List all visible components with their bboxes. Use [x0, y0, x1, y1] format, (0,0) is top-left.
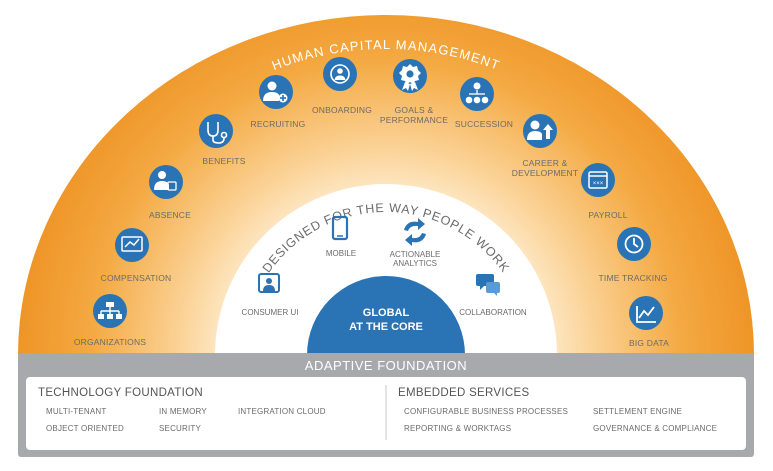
inner-white-arc	[215, 184, 557, 355]
compensation-icon	[121, 236, 143, 252]
inner-item-collaboration[interactable]: COLLABORATION	[459, 274, 527, 317]
chat-bubbles-icon	[476, 274, 500, 296]
module-label: BIG DATA	[629, 338, 669, 348]
module-label: RECRUITING	[251, 119, 306, 129]
inner-item-consumer-ui[interactable]: CONSUMER UI	[242, 273, 299, 317]
embedded-heading: EMBEDDED SERVICES	[398, 387, 529, 399]
module-goals[interactable]: GOALS & PERFORMANCE	[380, 59, 448, 125]
module-label: DEVELOPMENT	[512, 168, 578, 178]
module-compensation[interactable]: COMPENSATION	[101, 228, 172, 283]
embedded-item: CONFIGURABLE BUSINESS PROCESSES	[404, 407, 568, 416]
module-time-tracking[interactable]: TIME TRACKING	[598, 227, 667, 283]
module-label: ORGANIZATIONS	[74, 337, 146, 347]
module-label: PAYROLL	[588, 210, 627, 220]
inner-item-label: ANALYTICS	[393, 259, 437, 268]
module-succession[interactable]: SUCCESSION	[455, 77, 513, 129]
clock-icon	[624, 234, 644, 254]
module-big-data[interactable]: BIG DATA	[629, 296, 669, 348]
refresh-arrows-icon	[404, 218, 426, 246]
core-line2: AT THE CORE	[349, 321, 423, 333]
embedded-services-section: EMBEDDED SERVICES CONFIGURABLE BUSINESS …	[398, 387, 717, 433]
inner-item-analytics[interactable]: ACTIONABLE ANALYTICS	[390, 218, 441, 268]
module-label: BENEFITS	[202, 156, 245, 166]
module-recruiting[interactable]: RECRUITING	[251, 75, 306, 129]
inner-item-label: COLLABORATION	[459, 308, 527, 317]
module-label: SUCCESSION	[455, 119, 513, 129]
inner-item-label: CONSUMER UI	[242, 308, 299, 317]
module-label: PERFORMANCE	[380, 115, 448, 125]
foundation-title: ADAPTIVE FOUNDATION	[305, 358, 467, 373]
inner-item-label: ACTIONABLE	[390, 250, 441, 259]
module-career[interactable]: CAREER & DEVELOPMENT	[512, 114, 578, 178]
org-chart-icon	[98, 302, 122, 319]
inner-item-mobile[interactable]: MOBILE	[326, 215, 356, 258]
embedded-item: REPORTING & WORKTAGS	[404, 424, 511, 433]
module-label: COMPENSATION	[101, 273, 172, 283]
module-label: GOALS &	[395, 105, 434, 115]
technology-foundation-section: TECHNOLOGY FOUNDATION MULTI-TENANT OBJEC…	[38, 387, 326, 433]
absence-icon	[154, 171, 177, 191]
technology-heading: TECHNOLOGY FOUNDATION	[38, 387, 203, 399]
award-icon	[399, 64, 421, 91]
module-label: ABSENCE	[149, 210, 191, 220]
onboarding-icon	[330, 64, 350, 84]
tech-item: INTEGRATION CLOUD	[238, 407, 326, 416]
embedded-item: GOVERNANCE & COMPLIANCE	[593, 424, 717, 433]
tech-item: OBJECT ORIENTED	[46, 424, 124, 433]
inner-item-label: MOBILE	[326, 249, 356, 258]
calendar-icon: ×××	[588, 171, 608, 189]
module-absence[interactable]: ABSENCE	[149, 165, 191, 220]
module-label: CAREER &	[522, 158, 567, 168]
career-icon	[527, 120, 553, 140]
stethoscope-icon	[207, 122, 228, 144]
svg-text:×××: ×××	[593, 181, 604, 187]
module-payroll[interactable]: ××× PAYROLL	[581, 163, 628, 220]
embedded-item: SETTLEMENT ENGINE	[593, 407, 682, 416]
chart-line-icon	[636, 306, 656, 323]
tech-item: IN MEMORY	[159, 407, 207, 416]
module-label: TIME TRACKING	[598, 273, 667, 283]
recruiting-icon	[263, 81, 288, 103]
module-onboarding[interactable]: ONBOARDING	[312, 57, 372, 115]
mobile-icon	[331, 215, 349, 241]
module-organizations[interactable]: ORGANIZATIONS	[74, 294, 146, 347]
tech-item: MULTI-TENANT	[46, 407, 106, 416]
module-label: ONBOARDING	[312, 105, 372, 115]
succession-icon	[465, 82, 489, 104]
module-benefits[interactable]: BENEFITS	[199, 114, 246, 166]
tech-item: SECURITY	[159, 424, 202, 433]
core-line1: GLOBAL	[363, 307, 410, 319]
consumer-ui-icon	[258, 273, 280, 293]
global-core	[307, 276, 465, 355]
